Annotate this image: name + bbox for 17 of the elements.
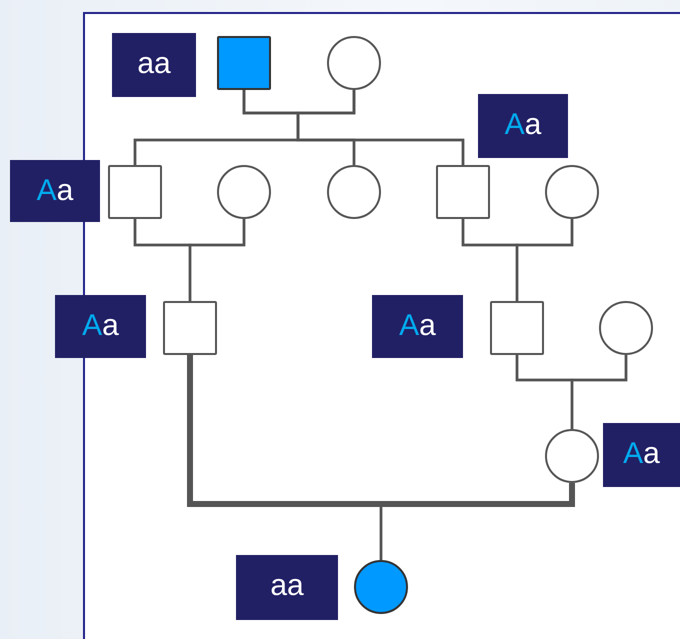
genotype-label: Aa [55,295,146,358]
genotype-label: aa [236,555,338,620]
male-square [163,301,217,355]
pedigree-line [296,90,464,165]
pedigree-line [188,219,246,301]
pedigree-line [516,219,574,301]
male-square [217,36,271,90]
genotype-label: Aa [372,295,463,358]
genotype-label: aa [112,33,196,97]
male-square [108,165,162,219]
genotype-label: Aa [478,94,568,158]
pedigree-line [570,355,628,429]
genotype-label: Aa [603,423,680,487]
pedigree-line [187,355,575,507]
male-square [436,165,490,219]
male-square [490,301,544,355]
genotype-label: Aa [10,160,100,222]
